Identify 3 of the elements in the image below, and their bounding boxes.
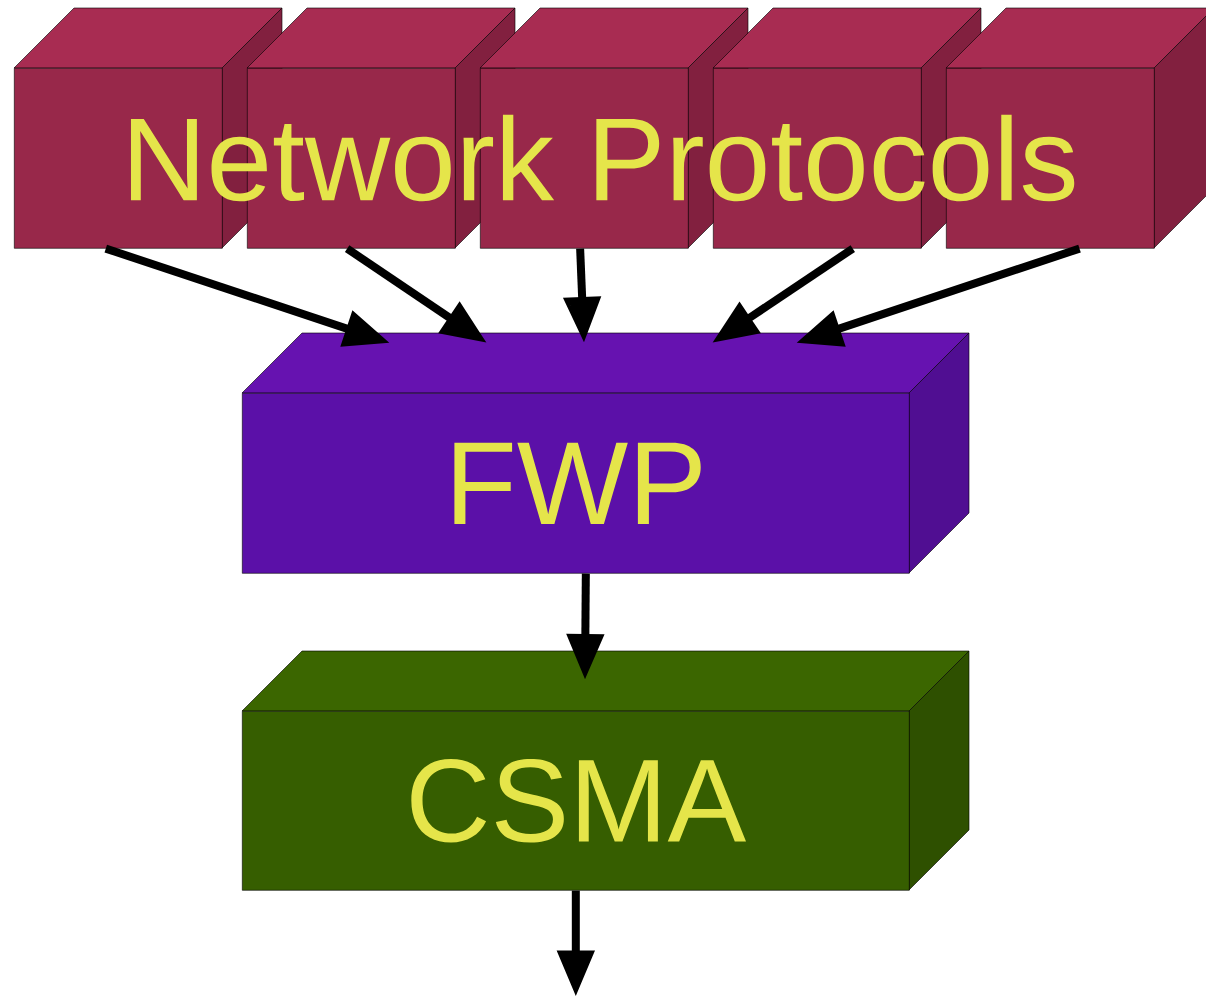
layer-box: FWP	[241, 332, 970, 574]
banner-label: Network Protocols	[130, 114, 1075, 202]
layer-box: CSMA	[241, 650, 970, 891]
